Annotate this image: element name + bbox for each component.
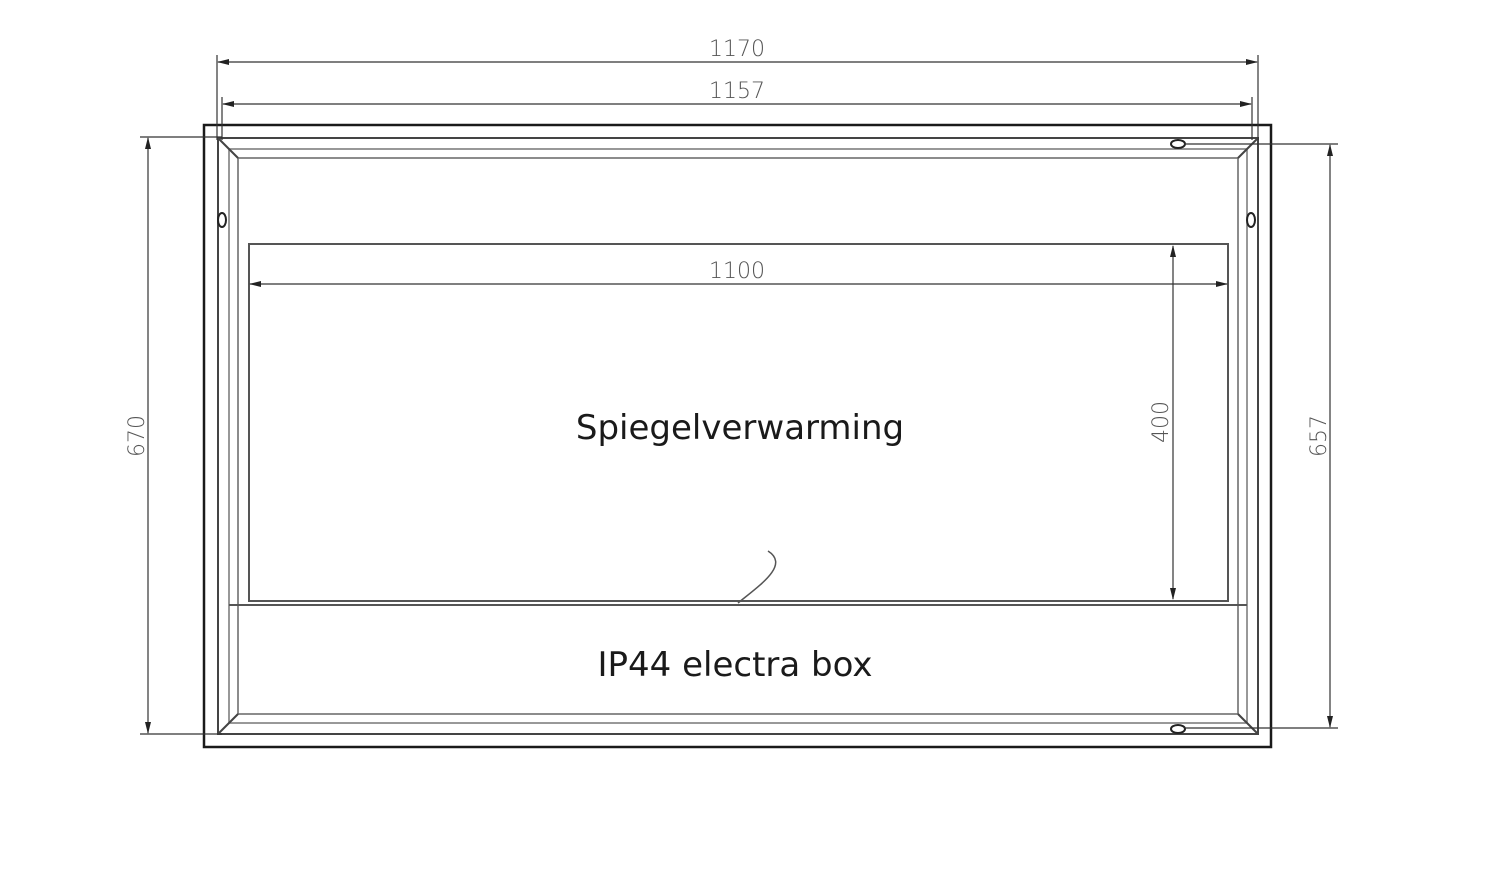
dim-heating-height: 400 [1149, 401, 1174, 443]
mirror-frame [217, 137, 1259, 735]
dim-outer-height: 670 [125, 415, 150, 457]
dim-inner-height: 657 [1307, 415, 1332, 457]
dim-heating-width: 1100 [709, 259, 765, 284]
dim-outer-width: 1170 [709, 37, 765, 62]
electrical-box-label: IP44 electra box [598, 645, 873, 685]
outer-frame [202, 123, 1273, 749]
dimension-lines [140, 55, 1338, 735]
dim-inner-width: 1157 [709, 79, 765, 104]
heating-zone-label: Spiegelverwarming [576, 408, 904, 448]
heating-zone [229, 243, 1247, 606]
power-cable [737, 550, 777, 604]
